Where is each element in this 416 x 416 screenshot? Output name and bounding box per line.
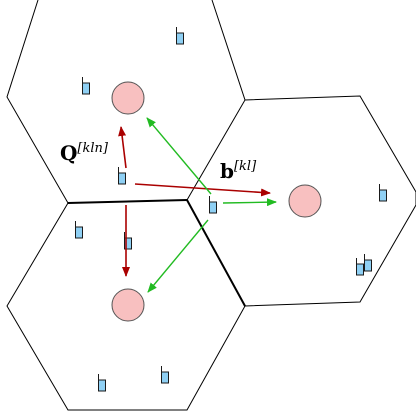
cell-boundary-shared: [186, 199, 246, 307]
b-arrow-to-top-station: [146, 117, 212, 195]
b-label-main: b: [220, 159, 234, 183]
cell-right: [244, 95, 416, 307]
base-station-bottom: [111, 288, 145, 322]
b-label: b[kl]: [220, 159, 257, 183]
b-arrow-to-bottom-station: [147, 219, 209, 293]
base-station-top: [111, 81, 145, 115]
b-label-sup: [kl]: [234, 159, 257, 174]
user-phone-icon: [82, 77, 90, 95]
user-phone-icon: [98, 374, 106, 392]
base-station-right: [288, 184, 322, 218]
user-phone-icon: [364, 254, 372, 272]
user-phone-icon: [124, 232, 132, 250]
user-phone-icon: [176, 27, 184, 45]
user-phone-icon: [118, 167, 126, 185]
user-phone-icon: [379, 184, 387, 202]
user-phone-icon: [356, 258, 364, 276]
q-label: Q[kln]: [60, 141, 109, 165]
cell-boundary-top-bottom: [67, 199, 188, 204]
user-phone-icon: [75, 221, 83, 239]
q-label-sup: [kln]: [77, 141, 108, 156]
q-arrow-to-right-station: [134, 183, 271, 197]
q-arrow-to-top-station: [118, 126, 127, 169]
q-label-main: Q: [60, 141, 77, 165]
user-phone-icon: [161, 366, 169, 384]
b-arrow-to-right-station: [222, 198, 277, 207]
user-phone-icon: [209, 196, 217, 214]
